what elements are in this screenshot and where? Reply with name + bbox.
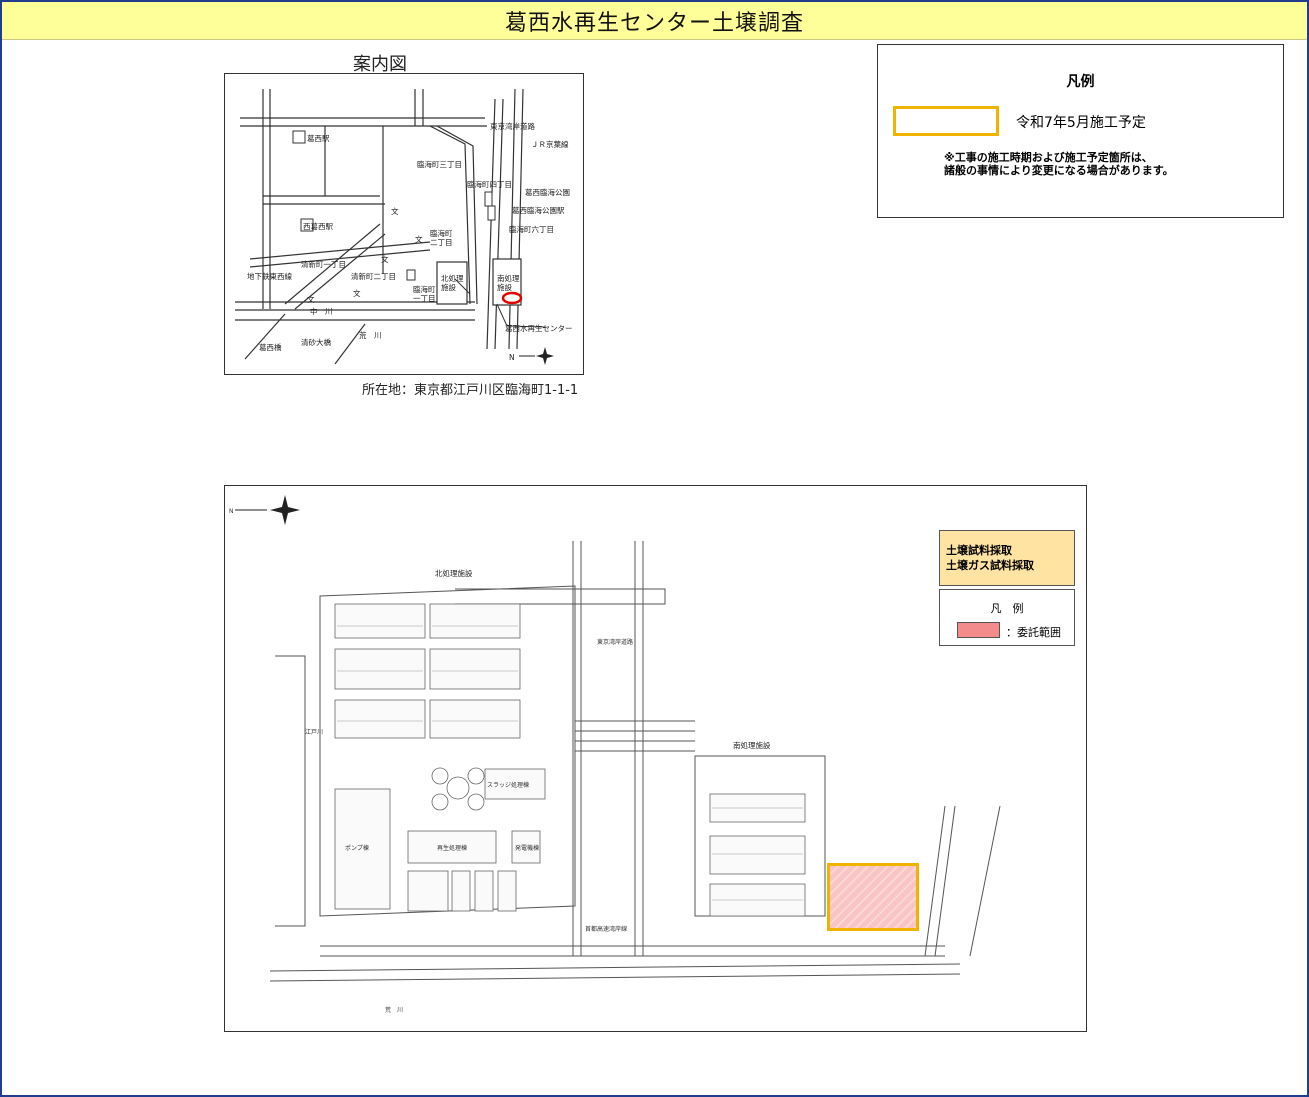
compass-icon bbox=[519, 347, 554, 365]
label-seishin1: 清新町一丁目 bbox=[301, 259, 346, 269]
label-tozai-line: 地下鉄東西線 bbox=[247, 271, 292, 281]
label-nishikasai-station: 西葛西駅 bbox=[303, 221, 333, 231]
site-label-pump: ポンプ棟 bbox=[345, 844, 369, 852]
site-map-drawing: N 北処理施設 南処理施設 東京湾岸道路 首都高速湾岸線 荒 川 江戸川 スラッ… bbox=[229, 495, 1001, 1014]
work-area-highlight[interactable] bbox=[827, 863, 919, 931]
legend-top-label: 令和7年5月施工予定 bbox=[1016, 115, 1146, 131]
label-school-5: 文 bbox=[307, 294, 315, 304]
legend-top-title: 凡例 bbox=[1066, 74, 1095, 90]
label-rinkai1: 臨海町一丁目 bbox=[413, 284, 436, 303]
label-school-2: 文 bbox=[415, 234, 423, 244]
label-rinkai2: 臨海町二丁目 bbox=[430, 228, 453, 247]
label-kasai-station: 葛西駅 bbox=[307, 133, 330, 143]
label-wangan-road: 東京湾岸道路 bbox=[490, 121, 535, 131]
label-south-facility: 南処理施設 bbox=[497, 273, 520, 292]
page-title: 葛西水再生センター土壌調査 bbox=[2, 2, 1307, 40]
label-north-facility: 北処理施設 bbox=[441, 273, 464, 292]
inner-legend: 凡 例 ：委託範囲 bbox=[939, 589, 1075, 646]
soil-sampling-line1: 土壌試料採取 bbox=[946, 544, 1012, 557]
address-text: 所在地：東京都江戸川区臨海町1-1-1 bbox=[362, 383, 579, 398]
label-rinkai3: 臨海町三丁目 bbox=[417, 159, 462, 169]
location-map: 葛西駅 西葛西駅 臨海町三丁目 臨海町四丁目 臨海町二丁目 臨海町一丁目 臨海町… bbox=[224, 73, 584, 375]
legend-top-note: ※工事の施工時期および施工予定箇所は、 諸般の事情により変更になる場合があります… bbox=[944, 151, 1174, 177]
site-label-north-mark: N bbox=[229, 508, 234, 515]
location-map-caption: 案内図 bbox=[353, 54, 407, 75]
label-arakawa: 荒 川 bbox=[359, 330, 382, 340]
site-label-north-facility: 北処理施設 bbox=[435, 568, 473, 578]
label-rinkai-park-station: 葛西臨海公園駅 bbox=[512, 205, 565, 215]
inner-legend-label: ：委託範囲 bbox=[1006, 626, 1061, 639]
label-school-1: 文 bbox=[391, 206, 399, 216]
location-map-drawing: 葛西駅 西葛西駅 臨海町三丁目 臨海町四丁目 臨海町二丁目 臨海町一丁目 臨海町… bbox=[235, 88, 573, 365]
label-rinkai4: 臨海町四丁目 bbox=[467, 179, 512, 189]
label-north-mark: N bbox=[509, 353, 515, 362]
label-school-4: 文 bbox=[353, 288, 361, 298]
legend-top-swatch bbox=[893, 106, 999, 136]
site-label-shuto-road: 首都高速湾岸線 bbox=[585, 925, 627, 933]
site-map: N 北処理施設 南処理施設 東京湾岸道路 首都高速湾岸線 荒 川 江戸川 スラッ… bbox=[224, 485, 1087, 1032]
label-keiyo-line: ＪＲ京葉線 bbox=[531, 139, 569, 149]
label-nakagawa: 中 川 bbox=[310, 306, 333, 316]
site-label-edogawa: 江戸川 bbox=[305, 729, 323, 736]
site-label-power: 発電機棟 bbox=[515, 844, 539, 852]
label-school-3: 文 bbox=[381, 254, 389, 264]
label-rinkai6: 臨海町六丁目 bbox=[509, 224, 554, 234]
inner-legend-title: 凡 例 bbox=[990, 602, 1024, 615]
site-label-arakawa: 荒 川 bbox=[385, 1006, 403, 1014]
site-label-recycled-water: 再生処理棟 bbox=[437, 844, 467, 852]
site-compass-icon bbox=[235, 495, 300, 525]
label-seishin2: 清新町二丁目 bbox=[351, 271, 396, 281]
legend-top: 凡例 令和7年5月施工予定 ※工事の施工時期および施工予定箇所は、 諸般の事情に… bbox=[877, 44, 1284, 218]
label-rinkai-park: 葛西臨海公園 bbox=[525, 187, 570, 197]
label-center: 葛西水再生センター bbox=[505, 323, 573, 333]
site-label-wangan-road: 東京湾岸道路 bbox=[597, 638, 633, 646]
site-label-sludge: スラッジ処理棟 bbox=[487, 781, 529, 789]
soil-sampling-line2: 土壌ガス試料採取 bbox=[946, 559, 1034, 572]
inner-legend-swatch bbox=[957, 622, 1000, 638]
site-label-south-facility: 南処理施設 bbox=[733, 740, 771, 750]
label-seisa-bridge: 清砂大橋 bbox=[301, 337, 331, 347]
soil-sampling-box: 土壌試料採取 土壌ガス試料採取 bbox=[939, 530, 1075, 586]
label-kasai-bridge: 葛西橋 bbox=[259, 342, 282, 352]
